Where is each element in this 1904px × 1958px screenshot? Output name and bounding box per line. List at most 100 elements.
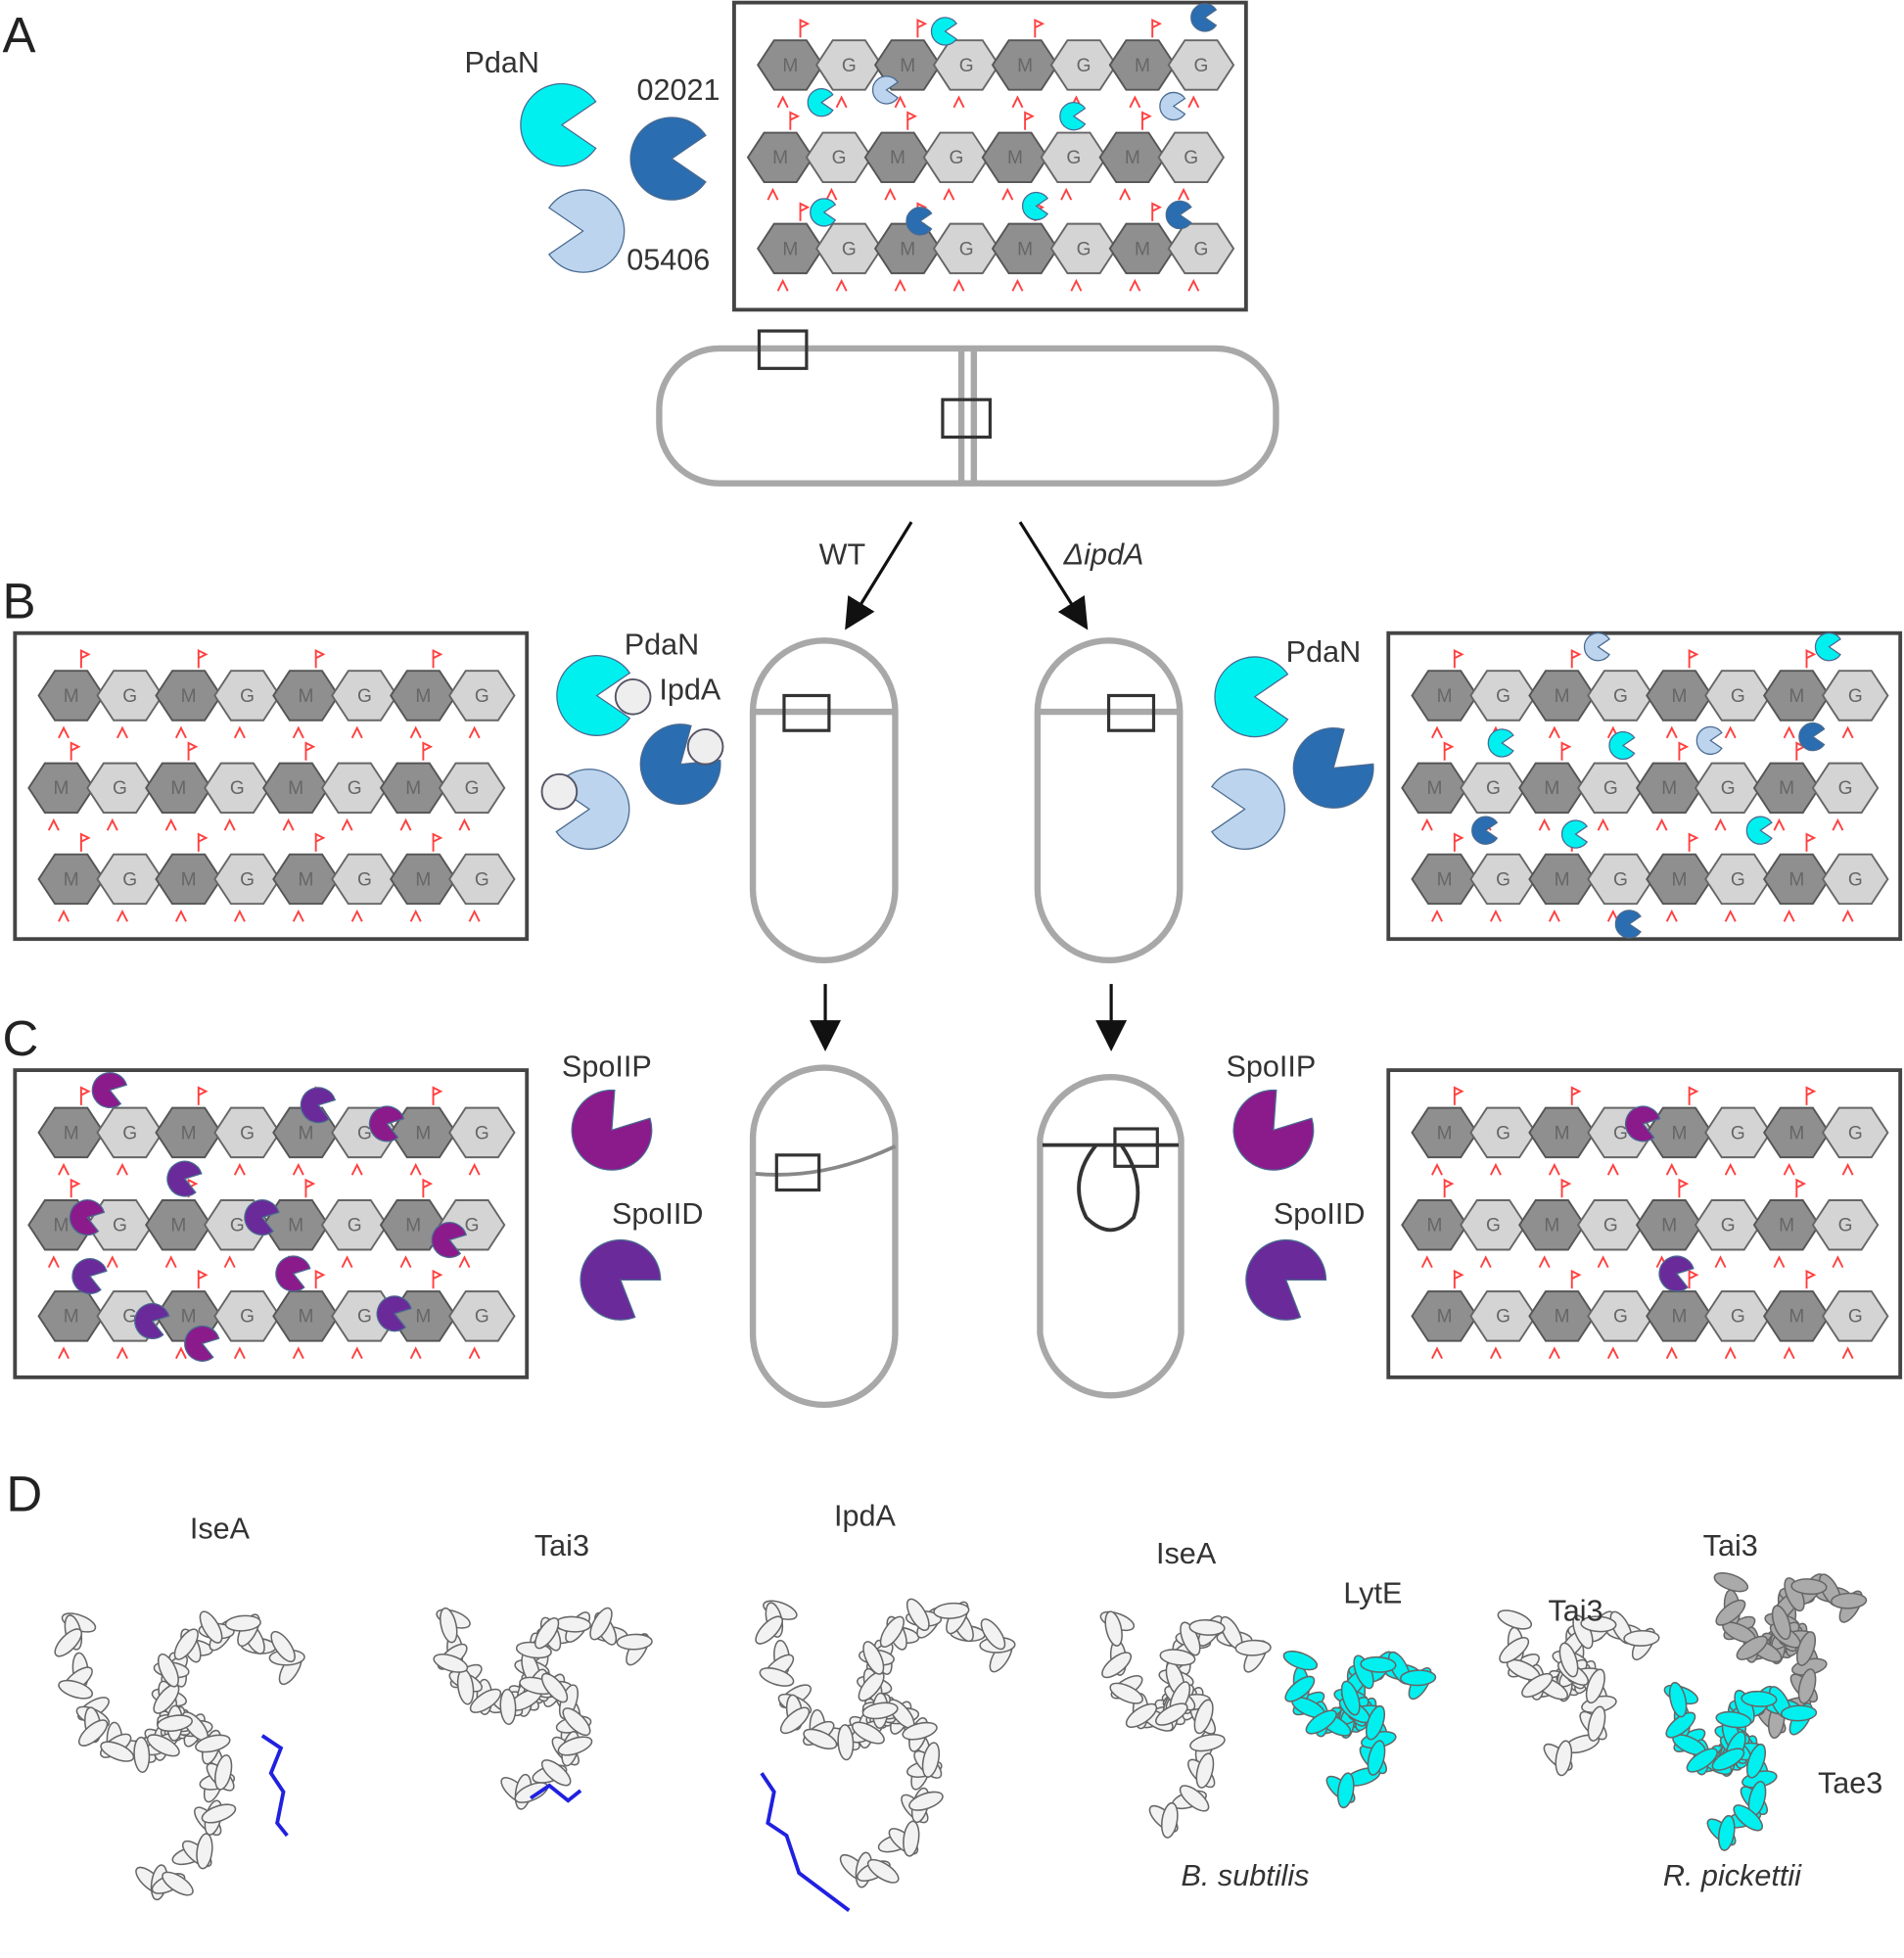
sugar-murnac: M xyxy=(1528,1106,1596,1159)
sugar-label: M xyxy=(1661,778,1677,799)
peptide-stem xyxy=(1034,18,1045,38)
sugar-label: M xyxy=(1671,686,1687,707)
peptide-crosslink xyxy=(116,1162,128,1176)
sugar-murnac: M xyxy=(1646,853,1713,906)
sugar-label: G xyxy=(122,1123,137,1143)
peptide-stem xyxy=(197,1086,209,1105)
peptide-crosslink xyxy=(1001,187,1014,201)
peptide-crosslink xyxy=(1724,725,1737,739)
sugar-glcnac: G xyxy=(1469,670,1537,722)
peptide-crosslink xyxy=(399,817,412,831)
peptide-crosslink xyxy=(1548,1346,1560,1360)
sugar-label: G xyxy=(1603,1216,1618,1236)
peptide-crosslink xyxy=(1665,1346,1678,1360)
enzyme-05406 xyxy=(547,189,626,273)
sugar-label: M xyxy=(1437,869,1453,890)
peptide-crosslink xyxy=(292,909,304,922)
sugar-label: M xyxy=(415,869,431,890)
sugar-glcnac: G xyxy=(96,853,163,906)
enzyme-bound-pdan xyxy=(1059,102,1087,131)
sugar-label: G xyxy=(842,56,857,76)
sugar-murnac: M xyxy=(1763,1106,1831,1159)
peptide-crosslink xyxy=(1489,909,1502,922)
peptide-crosslink xyxy=(47,817,60,831)
peptide-crosslink xyxy=(350,725,363,739)
sugar-murnac: M xyxy=(1108,222,1177,275)
label-spoiid-delta: SpoIID xyxy=(1274,1197,1366,1231)
peptide-stem xyxy=(1688,649,1699,669)
sugar-label: M xyxy=(900,56,915,76)
sugar-murnac: M xyxy=(27,762,95,815)
peptide-crosslink xyxy=(223,817,236,831)
sugar-glcnac: G xyxy=(922,131,991,183)
sugar-label: G xyxy=(1603,778,1618,799)
peptide-crosslink xyxy=(1489,1346,1502,1360)
peptide-crosslink xyxy=(468,725,481,739)
sugar-murnac: M xyxy=(272,1290,340,1342)
sugar-murnac: M xyxy=(1752,762,1821,815)
label-tai3-complex-a: Tai3 xyxy=(1703,1529,1758,1562)
label-isea-complex: IseA xyxy=(1156,1537,1217,1570)
sugar-label: M xyxy=(64,869,79,890)
sugar-label: M xyxy=(288,1216,303,1236)
peptide-stem xyxy=(314,649,326,669)
peptide-crosslink xyxy=(468,1346,481,1360)
enzyme-bound-e05406 xyxy=(871,75,900,105)
enzyme-bound-pdan xyxy=(810,198,837,227)
peptide-crosslink xyxy=(1783,1346,1795,1360)
label-lyte: LytE xyxy=(1343,1577,1402,1610)
sugar-label: G xyxy=(1838,1216,1853,1236)
sugar-murnac: M xyxy=(1411,853,1478,906)
sugar-murnac: M xyxy=(379,1199,447,1251)
cell-wt-b xyxy=(749,637,899,963)
spoiip-enzyme-delta xyxy=(1232,1089,1315,1171)
structure-tai3 xyxy=(433,1607,653,1810)
peptide-crosslink xyxy=(1773,1255,1786,1269)
peptide-stem xyxy=(1570,1086,1582,1105)
sugar-label: M xyxy=(181,869,197,890)
sugar-label: G xyxy=(1848,686,1863,707)
peptide-crosslink xyxy=(1548,909,1560,922)
ipda-inhibitor xyxy=(686,727,724,766)
sugar-label: M xyxy=(181,686,197,707)
sugar-label: M xyxy=(782,56,798,76)
residues-blue xyxy=(260,1734,289,1838)
peptide-stem xyxy=(79,649,91,669)
peptide-crosslink xyxy=(1129,95,1141,109)
sugar-glcnac: G xyxy=(1811,762,1880,815)
peptide-crosslink xyxy=(1841,1346,1854,1360)
peptide-crosslink xyxy=(233,725,246,739)
sugar-label: G xyxy=(1193,56,1208,76)
spoiid-enzyme-wt xyxy=(580,1238,662,1321)
spo-enzyme-bound xyxy=(431,1222,468,1258)
peptide-crosslink xyxy=(1187,278,1200,292)
peptide-crosslink xyxy=(1060,187,1073,201)
sugar-glcnac: G xyxy=(1704,853,1772,906)
sugar-murnac: M xyxy=(757,222,824,275)
enzyme-bound-e02021 xyxy=(1471,816,1499,845)
peptide-crosslink xyxy=(164,1255,177,1269)
peptide-stem xyxy=(1453,832,1464,852)
spoiid-enzyme-delta xyxy=(1245,1238,1327,1321)
peptide-stem xyxy=(789,111,801,130)
peptide-crosslink xyxy=(1665,1162,1678,1176)
peptide-stem xyxy=(314,832,326,852)
spo-enzyme-bound xyxy=(91,1072,128,1108)
peptide-stem xyxy=(1151,202,1162,221)
peptide-crosslink xyxy=(835,278,848,292)
sugar-label: M xyxy=(405,1216,421,1236)
peptide-crosslink xyxy=(894,95,906,109)
sugar-glcnac: G xyxy=(448,1290,516,1342)
sugar-murnac: M xyxy=(1411,670,1478,722)
peptide-crosslink xyxy=(1431,1346,1443,1360)
structure-isea-complex xyxy=(1099,1610,1272,1839)
enzyme-bound-e02021 xyxy=(1614,909,1642,939)
peptide-stem xyxy=(422,741,434,761)
sugar-glcnac: G xyxy=(448,670,516,722)
peptide-crosslink xyxy=(1431,725,1443,739)
peptide-crosslink xyxy=(1655,817,1668,831)
sugar-murnac: M xyxy=(981,131,1049,183)
peptide-stem xyxy=(304,741,316,761)
sugar-murnac: M xyxy=(991,39,1059,91)
sugar-label: G xyxy=(240,869,255,890)
